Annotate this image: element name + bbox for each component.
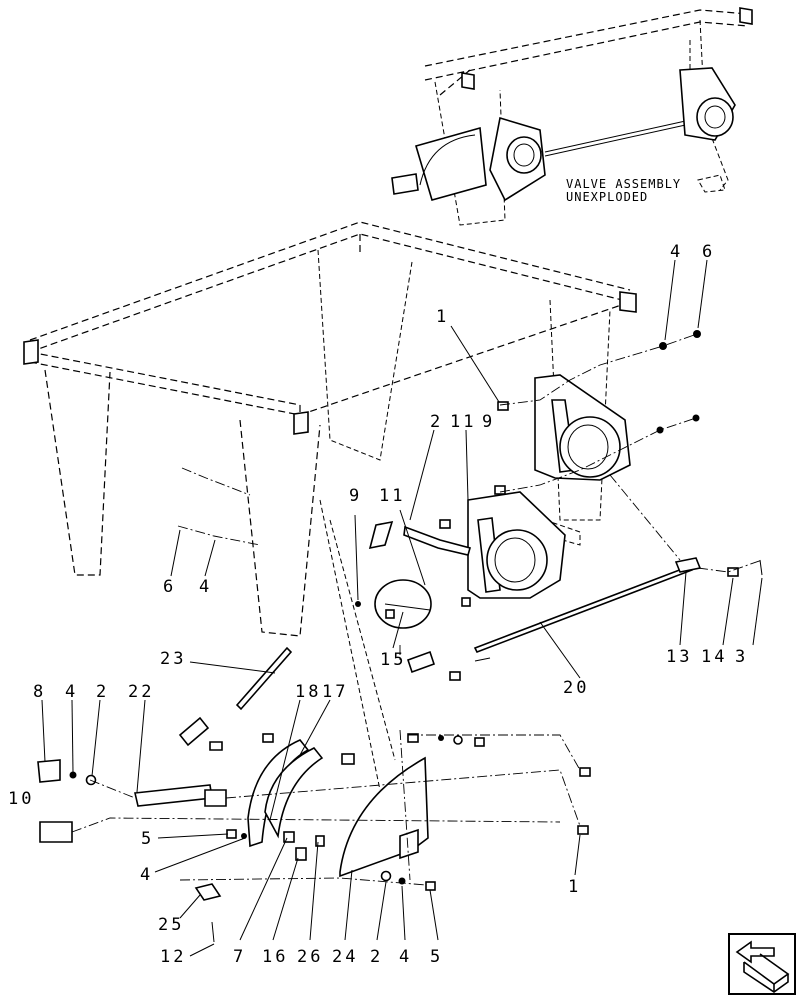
callout-9-mid: 9 [349, 486, 362, 506]
callout-5-bottom: 5 [430, 947, 443, 967]
callout-26: 26 [297, 947, 323, 967]
callout-11-mid: 11 [379, 486, 405, 506]
callout-11: 11 [450, 412, 476, 432]
callout-2-l2: 2 [96, 682, 109, 702]
callout-10: 10 [8, 789, 34, 809]
leader-lines [41, 259, 763, 957]
valve-housing-front [368, 491, 566, 607]
callout-2-center: 2 [430, 412, 443, 432]
callout-5-left: 5 [141, 829, 154, 849]
valve-housing-rear [494, 330, 701, 495]
callout-4-l3: 4 [140, 865, 153, 885]
callout-17: 17 [322, 682, 348, 702]
callout-2-bottom: 2 [370, 947, 383, 967]
callout-23: 23 [160, 649, 186, 669]
callout-7: 7 [233, 947, 246, 967]
callout-16: 16 [262, 947, 288, 967]
callout-25: 25 [158, 915, 184, 935]
callout-labels: 1 2 11 9 4 6 6 4 9 11 15 23 20 13 14 3 8… [8, 242, 748, 967]
callout-18: 18 [295, 682, 321, 702]
callout-15: 15 [380, 650, 406, 670]
callout-20: 20 [563, 678, 589, 698]
callout-8: 8 [33, 682, 46, 702]
rod-assembly [406, 557, 763, 681]
inset-frame [391, 7, 753, 226]
inset-caption-line-1: VALVE ASSEMBLY [566, 177, 681, 191]
callout-12: 12 [160, 947, 186, 967]
callout-4-l2: 4 [65, 682, 78, 702]
callout-14: 14 [701, 647, 727, 667]
callout-22: 22 [128, 682, 154, 702]
inset-caption-line-2: UNEXPLODED [566, 190, 648, 204]
valve-disc [355, 579, 432, 629]
gate-plate [339, 733, 591, 891]
callout-1-bottom: 1 [568, 877, 581, 897]
callout-6-right: 6 [702, 242, 715, 262]
callout-3: 3 [735, 647, 748, 667]
callout-4-right: 4 [670, 242, 683, 262]
callout-24: 24 [332, 947, 358, 967]
callout-4-bottom: 4 [399, 947, 412, 967]
hopper-frame [23, 221, 637, 791]
callout-13: 13 [666, 647, 692, 667]
callout-6-left: 6 [163, 577, 176, 597]
callout-1-top: 1 [436, 307, 449, 327]
next-page-arrow-icon[interactable] [728, 933, 796, 995]
assembly-lines [71, 333, 763, 886]
handle-assembly [37, 716, 355, 943]
callout-9-top: 9 [482, 412, 495, 432]
pin-23 [235, 646, 293, 711]
callout-4-left: 4 [199, 577, 212, 597]
